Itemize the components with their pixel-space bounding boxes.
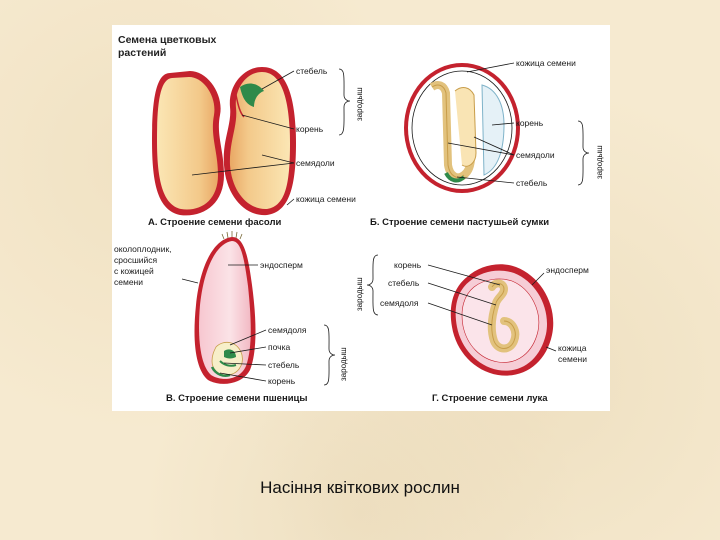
panel-v-wheat-seed: околоплодник, сросшийся с кожицей семени… [114,231,348,404]
onion-label-cotyledon: семядоля [380,298,419,308]
onion-label-seed-coat-1: кожица [558,343,587,353]
wheat-label-pericarp-1: околоплодник, [114,244,172,254]
onion-label-seed-coat-2: семени [558,354,587,364]
slide-caption: Насіння квіткових рослин [260,478,460,497]
bean-label-embryo: зародыш [355,87,364,121]
purse-label-cotyledons: семядоли [516,150,555,160]
panel-g-onion-seed: корень стебель семядоля эндосперм кожица… [355,254,589,404]
wheat-label-pericarp-4: семени [114,277,143,287]
purse-label-seed-coat: кожица семени [516,58,576,68]
onion-label-embryo: зародыш [355,277,364,311]
panel-a-bean-seed: стебель корень семядоли кожица семени за… [148,66,364,228]
wheat-label-cotyledon: семядоля [268,325,307,335]
seed-structure-figure: Семена цветковых растений стебель корень… [112,25,610,411]
wheat-label-stem: стебель [268,360,300,370]
wheat-label-bud: почка [268,342,290,352]
panel-b-caption: Б. Строение семени пастушьей сумки [370,217,549,228]
panel-g-caption: Г. Строение семени лука [432,393,548,404]
wheat-label-pericarp-2: сросшийся [114,255,158,265]
bean-label-stem: стебель [296,66,328,76]
bean-label-seed-coat: кожица семени [296,194,356,204]
purse-label-root: корень [516,118,544,128]
figure-title-line1: Семена цветковых [118,34,217,46]
wheat-label-endosperm: эндосперм [260,260,303,270]
panel-a-caption: А. Строение семени фасоли [148,217,281,228]
figure-title-line2: растений [118,47,166,59]
purse-label-stem: стебель [516,178,548,188]
onion-label-root: корень [394,260,422,270]
purse-label-embryo: зародыш [595,145,604,179]
wheat-label-root: корень [268,376,296,386]
panel-v-caption: В. Строение семени пшеницы [166,393,307,404]
bean-label-cotyledons: семядоли [296,158,335,168]
bean-label-root: корень [296,124,324,134]
onion-label-endosperm: эндосперм [546,265,589,275]
panel-b-shepherds-purse-seed: кожица семени корень семядоли стебель за… [370,58,604,228]
wheat-label-embryo: зародыш [339,347,348,381]
onion-label-stem: стебель [388,278,420,288]
bean-embryo-stem [240,83,264,107]
wheat-label-pericarp-3: с кожицей [114,266,154,276]
